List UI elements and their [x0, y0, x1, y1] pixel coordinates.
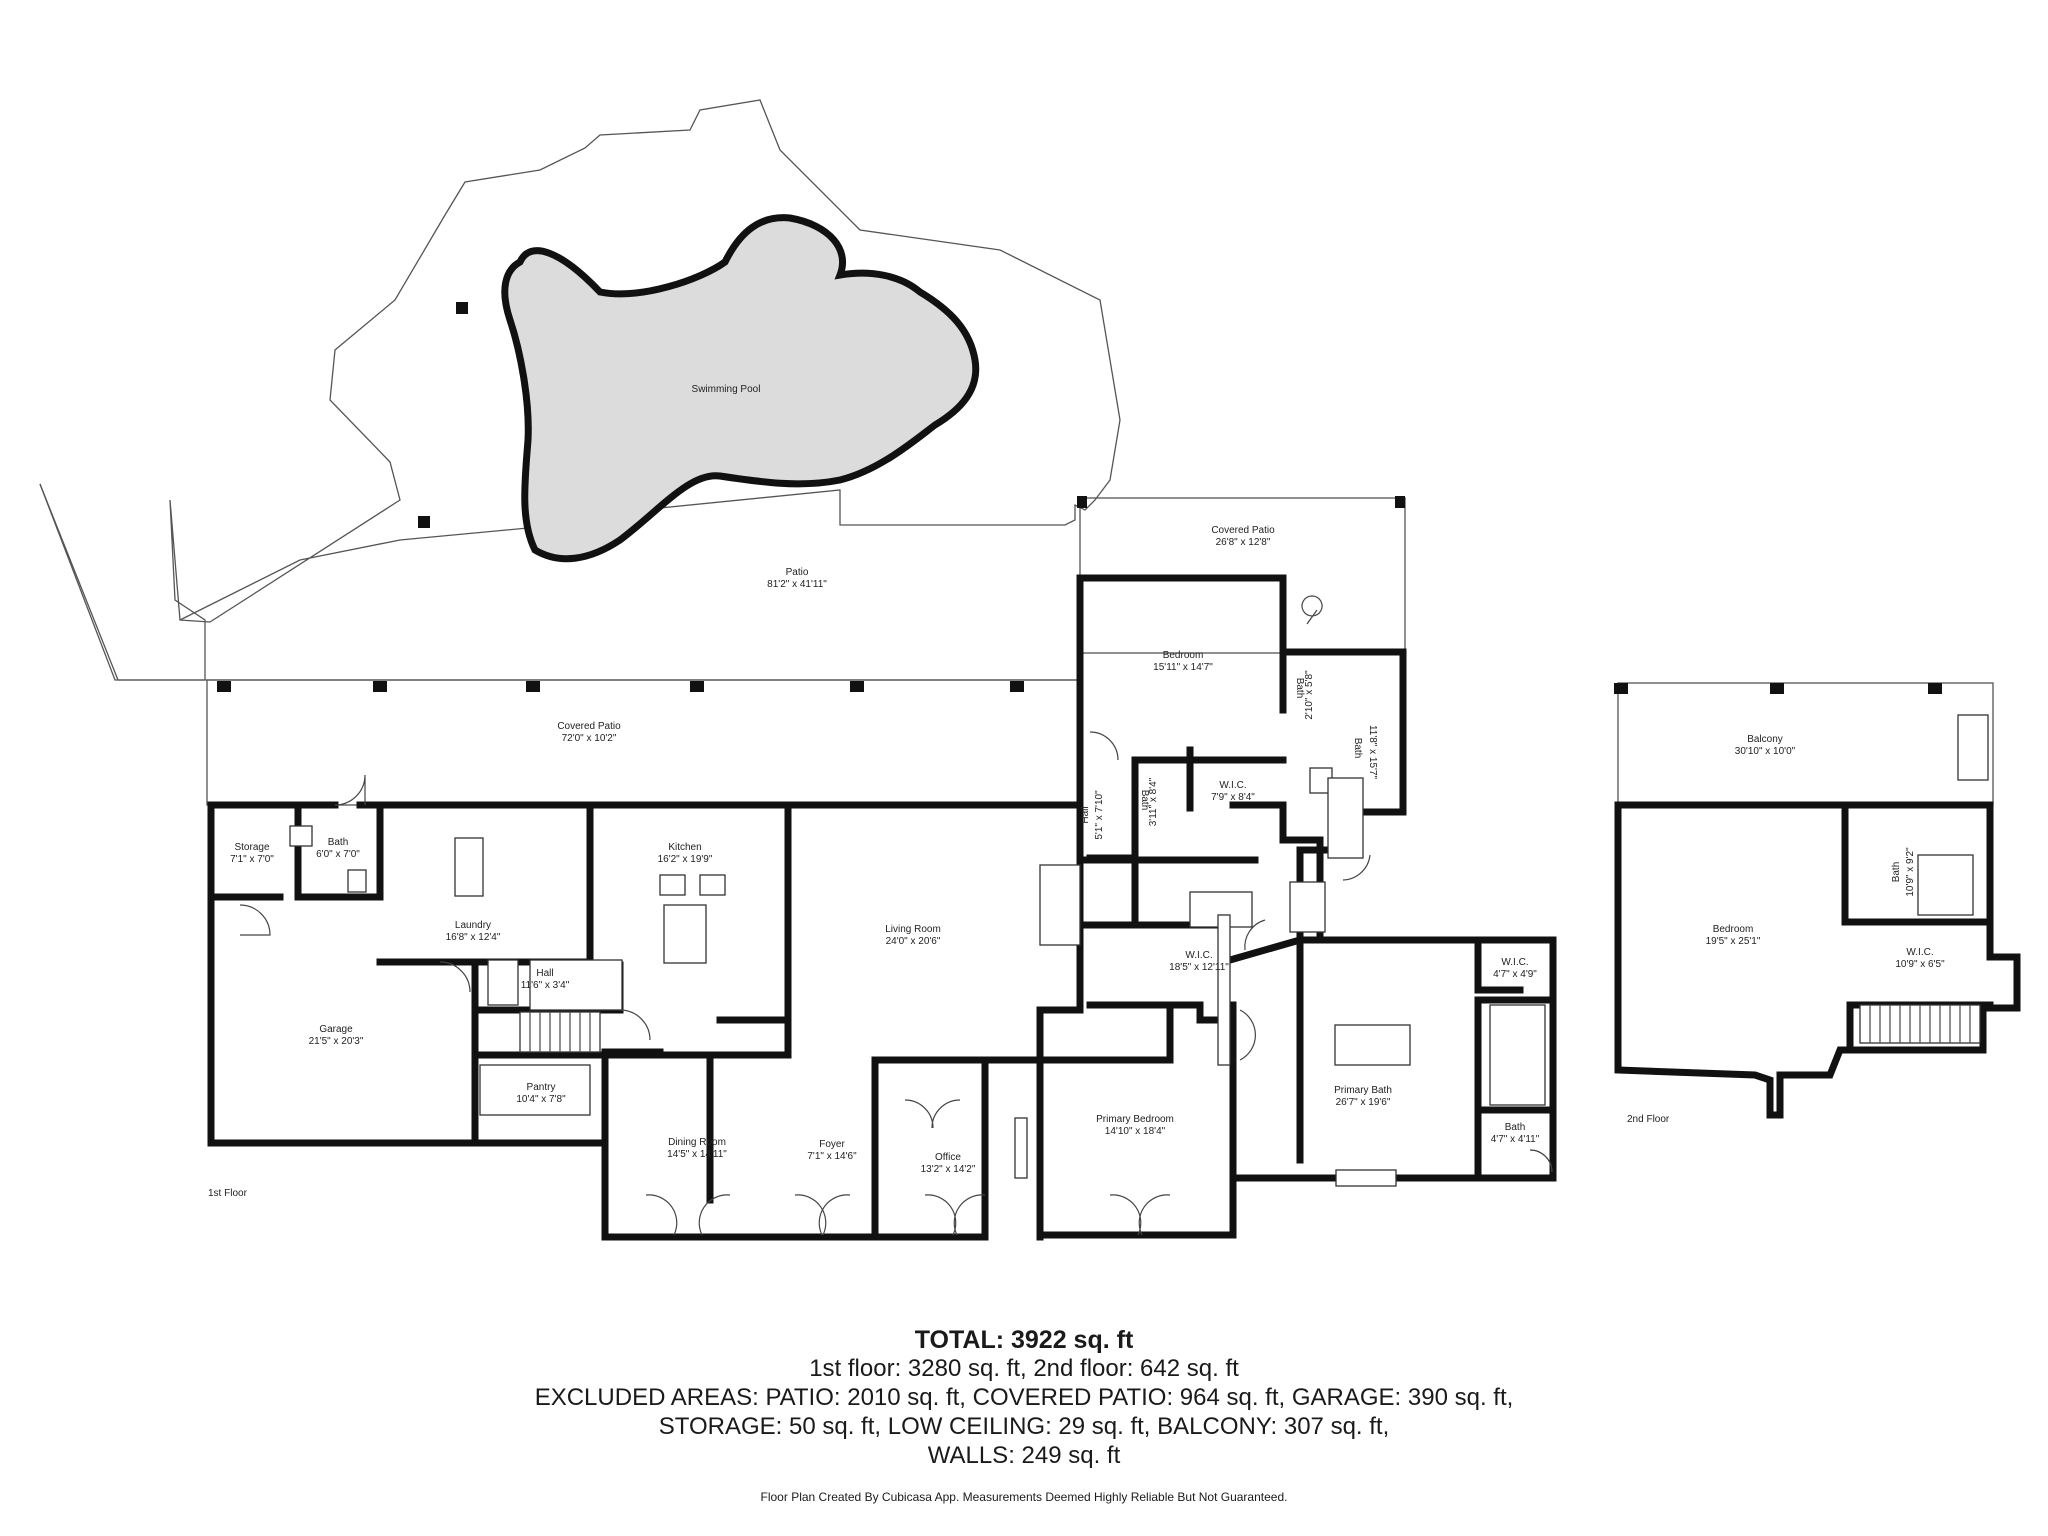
room-name-bedroom-east: Bedroom: [1163, 650, 1204, 661]
room-name-covered-patio-main: Covered Patio: [557, 721, 621, 732]
second-floor-shower: [1917, 854, 1974, 916]
room-name-bath-hall: Bath: [1139, 790, 1150, 811]
covered-patio-main: [206, 679, 1081, 806]
room-dim-wic-2f: 10'9" x 6'5": [1895, 959, 1945, 970]
room-dim-bath-west: 6'0" x 7'0": [316, 849, 360, 860]
room-name-laundry: Laundry: [455, 920, 491, 931]
room-dim-bath-small-east: 2'10" x 5'8": [1304, 670, 1315, 720]
disclaimer: Floor Plan Created By Cubicasa App. Meas…: [760, 1490, 1288, 1504]
floor-label-first: 1st Floor: [208, 1188, 248, 1199]
patio-post: [1077, 496, 1087, 508]
room-name-garage: Garage: [319, 1024, 353, 1035]
excluded-areas-line2: STORAGE: 50 sq. ft, LOW CEILING: 29 sq. …: [658, 1413, 1390, 1440]
room-dim-primary-bedroom: 14'10" x 18'4": [1105, 1126, 1166, 1137]
room-name-dining: Dining Room: [668, 1137, 726, 1148]
pool-post: [418, 516, 430, 528]
room-dim-living: 24'0" x 20'6": [886, 936, 941, 947]
room-dim-laundry: 16'8" x 12'4": [446, 932, 501, 943]
room-name-bath-primary-wc: Bath: [1505, 1122, 1526, 1133]
first-floor-walls: [207, 574, 1557, 1241]
room-dim-covered-patio-top: 26'8" x 12'8": [1216, 537, 1271, 548]
doors: [239, 731, 1553, 1236]
room-name-patio: Patio: [786, 567, 809, 578]
room-name-pantry: Pantry: [527, 1082, 556, 1093]
swimming-pool: [501, 214, 980, 563]
room-name-foyer: Foyer: [819, 1139, 845, 1150]
second-floor-walls: [1614, 801, 2021, 1119]
room-dim-bath-2f: 10'9" x 9'2": [1905, 847, 1916, 897]
room-dim-wic-small: 4'7" x 4'9": [1493, 969, 1537, 980]
room-dim-dining: 14'5" x 14'11": [667, 1149, 727, 1160]
floor-areas: 1st floor: 3280 sq. ft, 2nd floor: 642 s…: [809, 1355, 1239, 1382]
room-name-office: Office: [935, 1152, 961, 1163]
room-dim-balcony: 30'10" x 10'0": [1735, 746, 1796, 757]
room-name-balcony: Balcony: [1747, 734, 1783, 745]
room-labels: Swimming Pool Patio 81'2" x 41'11" Cover…: [208, 384, 1945, 1199]
ceiling-fan-icon: [1301, 595, 1323, 625]
balcony-fireplace: [1957, 714, 1989, 781]
room-dim-bedroom-east: 15'11" x 14'7": [1153, 662, 1213, 673]
floor-label-second: 2nd Floor: [1627, 1114, 1670, 1125]
room-dim-bedroom-2f: 19'5" x 25'1": [1706, 936, 1761, 947]
room-dim-primary-bath: 26'7" x 19'6": [1336, 1097, 1391, 1108]
total-area: TOTAL: 3922 sq. ft: [914, 1326, 1134, 1354]
room-dim-bath-primary-wc: 4'7" x 4'11": [1491, 1134, 1540, 1145]
room-name-primary-bedroom: Primary Bedroom: [1096, 1114, 1174, 1125]
room-dim-kitchen: 16'2" x 19'9": [658, 854, 713, 865]
room-name-living: Living Room: [885, 924, 941, 935]
room-dim-hall-west: 11'6" x 3'4": [521, 980, 570, 991]
excluded-areas-line1: EXCLUDED AREAS: PATIO: 2010 sq. ft, COVE…: [534, 1384, 1514, 1411]
room-name-bath-2f: Bath: [1891, 862, 1902, 883]
fixtures: [289, 767, 1546, 1187]
room-name-hall-east: Hall: [1080, 806, 1091, 823]
room-name-bath-east: Bath: [1352, 738, 1363, 759]
room-name-primary-bath: Primary Bath: [1334, 1085, 1392, 1096]
patio-post: [1395, 496, 1405, 508]
excluded-areas-line3: WALLS: 249 sq. ft: [927, 1442, 1121, 1469]
room-dim-patio: 81'2" x 41'11": [767, 579, 827, 590]
patio-outline: [39, 99, 1121, 681]
room-dim-garage: 21'5" x 20'3": [309, 1036, 364, 1047]
pool-label: Swimming Pool: [692, 384, 761, 395]
second-floor-interior-walls: [1841, 801, 1994, 1052]
pool-post: [456, 302, 468, 314]
room-name-wic-east: W.I.C.: [1219, 780, 1246, 791]
room-dim-wic-east: 7'9" x 8'4": [1211, 792, 1255, 803]
room-dim-hall-east: 5'1" x 7'10": [1094, 790, 1105, 840]
room-name-covered-patio-top: Covered Patio: [1211, 525, 1275, 536]
room-dim-pantry: 10'4" x 7'8": [516, 1094, 566, 1105]
room-name-bath-small-east: Bath: [1294, 678, 1305, 699]
room-name-storage: Storage: [234, 842, 269, 853]
room-name-wic-primary: W.I.C.: [1185, 950, 1212, 961]
second-floor-stair-treads: [1869, 1005, 1971, 1043]
room-name-wic-2f: W.I.C.: [1906, 947, 1933, 958]
patio-posts: [217, 681, 1024, 692]
room-name-bedroom-2f: Bedroom: [1713, 924, 1754, 935]
room-dim-covered-patio-main: 72'0" x 10'2": [562, 733, 617, 744]
stairs-first-floor: [519, 914, 1231, 1066]
room-name-hall-west: Hall: [536, 968, 553, 979]
room-dim-bath-east: 11'8" x 15'7": [1367, 725, 1378, 780]
room-name-kitchen: Kitchen: [668, 842, 701, 853]
room-dim-storage: 7'1" x 7'0": [230, 854, 274, 865]
room-name-bath-west: Bath: [328, 837, 349, 848]
room-name-wic-small: W.I.C.: [1501, 957, 1528, 968]
room-dim-wic-primary: 18'5" x 12'11": [1169, 962, 1229, 973]
room-dim-foyer: 7'1" x 14'6": [807, 1151, 857, 1162]
balcony-posts: [1614, 683, 1942, 694]
room-dim-bath-hall: 3'11" x 8'4": [1148, 777, 1159, 826]
balcony-outline: [1617, 682, 1994, 806]
room-dim-office: 13'2" x 14'2": [921, 1164, 976, 1175]
